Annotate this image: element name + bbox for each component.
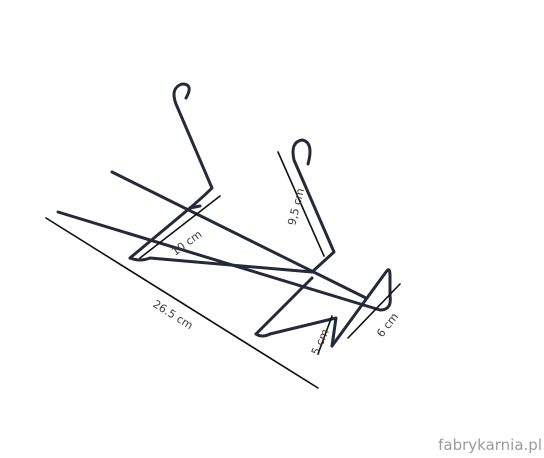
watermark: fabrykarnia.pl	[438, 436, 542, 454]
dim-line-width	[139, 195, 221, 259]
wire-left-hook	[172, 82, 214, 210]
dim-line-height	[277, 151, 325, 257]
dim-line-lip-height	[317, 315, 333, 355]
wire-middle-upright	[188, 204, 202, 210]
label-front-depth: 6 cm	[374, 310, 401, 339]
label-length: 26.5 cm	[150, 298, 195, 333]
label-lip-height: 5 cm	[309, 327, 332, 357]
dim-line-length	[45, 217, 319, 389]
wire-front-lip	[330, 268, 392, 348]
label-height: 9,5 cm	[285, 187, 307, 227]
wire-left-inner-rail	[110, 170, 368, 300]
wire-right-hook	[291, 138, 336, 274]
wire-front-crossbar	[254, 276, 314, 336]
wire-right-rail	[128, 206, 192, 260]
dimension-lines	[45, 151, 401, 389]
wire-back-crossbar	[128, 256, 314, 274]
wire-front-bottom-rail	[254, 316, 338, 348]
dim-line-front-depth	[347, 283, 401, 339]
wire-basket	[56, 82, 392, 348]
wire-left-rail	[56, 210, 392, 312]
